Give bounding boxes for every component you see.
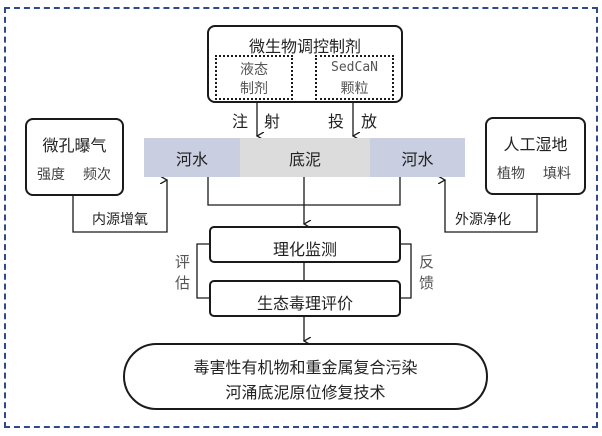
band-river-water-right-label: 河水 xyxy=(401,149,434,169)
microbial-agent-box: 微生物调控制剂 xyxy=(207,25,403,103)
aeration-intensity: 强度 xyxy=(37,167,65,183)
remediation-technology-box: 毒害性有机物和重金属复合污染 河涌底泥原位修复技术 xyxy=(123,343,488,410)
feedback-label-1: 反 xyxy=(419,253,435,271)
result-line-2: 河涌底泥原位修复技术 xyxy=(225,383,386,402)
release-label-1: 投 xyxy=(328,112,345,131)
sedcan-line2: 颗粒 xyxy=(340,81,369,97)
evaluate-label-2: 估 xyxy=(175,274,191,292)
band-river-water-left: 河水 xyxy=(144,138,240,177)
wetland-plants: 植物 xyxy=(497,166,525,182)
micropore-aeration-box: 微孔曝气 强度 频次 xyxy=(25,118,124,196)
constructed-wetland-box: 人工湿地 植物 填料 xyxy=(485,117,586,195)
evaluate-label-1: 评 xyxy=(175,253,191,271)
microbial-agent-title: 微生物调控制剂 xyxy=(248,37,361,56)
physchem-monitor-label: 理化监测 xyxy=(272,240,337,259)
internal-oxygen-label: 内源增氧 xyxy=(92,212,148,228)
internal-oxygen-arrow xyxy=(72,180,167,233)
liquid-agent-line1: 液态 xyxy=(240,62,268,78)
result-line-1: 毒害性有机物和重金属复合污染 xyxy=(193,358,418,377)
external-purify-label: 外源净化 xyxy=(455,212,511,228)
constructed-wetland-title: 人工湿地 xyxy=(503,135,568,154)
sedcan-granule-box: SedCaN 颗粒 xyxy=(315,55,394,100)
external-purify-arrow xyxy=(445,180,538,233)
ecotoxicity-eval-label: 生态毒理评价 xyxy=(256,294,353,313)
sedcan-line1: SedCaN xyxy=(331,60,378,75)
inject-label-2: 射 xyxy=(264,112,281,131)
wetland-filler: 填料 xyxy=(543,166,571,182)
inject-label-1: 注 xyxy=(232,112,249,131)
dashed-frame xyxy=(4,7,598,428)
ecotoxicity-eval-box: 生态毒理评价 xyxy=(209,280,401,317)
river-sediment-band: 河水 底泥 河水 xyxy=(144,138,465,177)
release-label-2: 放 xyxy=(361,112,378,131)
band-river-water-right: 河水 xyxy=(370,138,465,177)
aeration-frequency: 频次 xyxy=(83,167,111,183)
band-river-water-left-label: 河水 xyxy=(175,149,208,169)
band-sediment: 底泥 xyxy=(240,138,370,177)
feedback-label-2: 馈 xyxy=(419,274,435,292)
physchem-monitor-box: 理化监测 xyxy=(209,226,401,263)
micropore-aeration-title: 微孔曝气 xyxy=(42,136,107,155)
feedback-bracket xyxy=(401,243,412,299)
liquid-agent-line2: 制剂 xyxy=(240,81,268,97)
liquid-agent-box: 液态 制剂 xyxy=(215,55,293,100)
band-sediment-label: 底泥 xyxy=(288,149,321,169)
evaluate-bracket xyxy=(196,243,209,299)
